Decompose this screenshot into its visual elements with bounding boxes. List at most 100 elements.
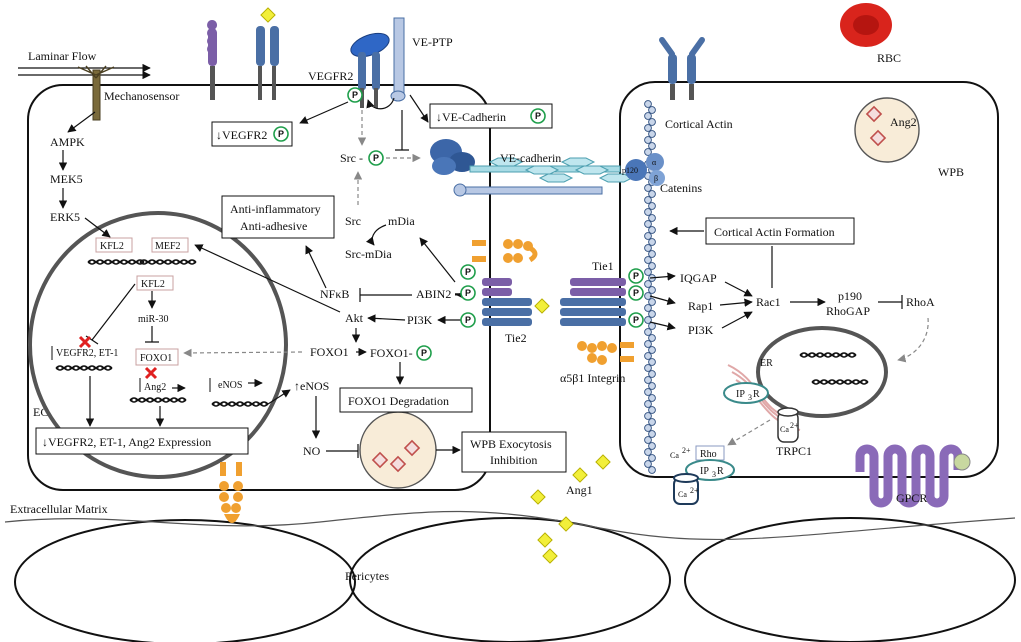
cortical-actin-label: Cortical Actin	[665, 117, 733, 131]
actin-bead	[644, 364, 652, 372]
actin-bead	[644, 244, 652, 252]
dna-icon-6	[799, 352, 857, 358]
actin-bead	[644, 124, 652, 132]
ecm-line	[4, 510, 1016, 541]
actin-bead	[644, 220, 652, 228]
ip3r-tail: R	[753, 389, 760, 400]
actin-bead	[644, 112, 652, 120]
ve-ptp-icon	[393, 17, 405, 99]
actin-bead	[644, 316, 652, 324]
ca2-label-a: Ca	[780, 425, 789, 434]
rho-label: Rho	[700, 449, 717, 460]
actin-bead	[648, 370, 656, 378]
mef2-box	[151, 237, 189, 253]
gpcr-label: GPCR	[896, 491, 927, 505]
dashed-arrow-rhoa	[897, 317, 929, 363]
arrow-tie1-pi3k	[649, 321, 676, 331]
mek5-label: MEK5	[50, 172, 83, 186]
vegfr2-label: VEGFR2	[308, 69, 353, 83]
er-label: ER	[760, 358, 773, 369]
p-label-6: P	[465, 267, 471, 277]
actin-bead	[648, 418, 656, 426]
arrow-tie1-iqgap	[649, 272, 676, 281]
wpb-exo-box	[461, 431, 567, 473]
receptor-purple-icon	[207, 20, 218, 100]
pericyte-cell-2	[349, 517, 671, 642]
actin-bead	[644, 184, 652, 192]
actin-bead	[644, 376, 652, 384]
tie2-label: Tie2	[505, 331, 527, 345]
dn-vegfr2-label: ↓VEGFR2	[216, 128, 267, 142]
actin-bead	[644, 352, 652, 360]
ang1-diamond-5	[537, 532, 553, 548]
tie1-receptor-icon	[560, 278, 626, 326]
integrin-label: α5β1 Integrin	[560, 371, 625, 385]
flow-arrows	[18, 63, 151, 80]
wpb-exo-label-2: Inhibition	[490, 453, 537, 467]
ang1-label: Ang1	[566, 483, 593, 497]
arrow-pi3k-akt	[367, 314, 406, 323]
ligand-diamond	[260, 7, 276, 23]
p-label-8: P	[465, 315, 471, 325]
wpb-exo-label-1: WPB Exocytosis	[470, 437, 552, 451]
nucleus	[28, 211, 288, 479]
enos-gene-label: eNOS	[218, 380, 242, 391]
arrow-veptp-vecad	[409, 94, 429, 123]
actin-bead	[644, 100, 652, 108]
receptor-blue-dimer-icon	[256, 26, 279, 100]
ang2-nuc-label: Ang2	[144, 382, 166, 393]
actin-bead	[644, 148, 652, 156]
actin-bead	[648, 310, 656, 318]
dashed-arrow-foxo1-nuc	[183, 348, 303, 358]
ang1-bound-diamond	[534, 298, 550, 314]
actin-bead	[648, 382, 656, 390]
erk5-label: ERK5	[50, 210, 80, 224]
kfl2-box-b	[136, 275, 174, 291]
actin-bead	[648, 466, 656, 474]
actin-bead	[648, 214, 656, 222]
ang1-diamond-2	[595, 454, 611, 470]
actin-bead	[644, 304, 652, 312]
src-label: Src	[345, 214, 361, 228]
arrow-veptp-dephos	[366, 97, 395, 110]
ip3r-b-tail: R	[717, 466, 724, 477]
actin-bead	[648, 202, 656, 210]
arrow-mdia-complex	[366, 224, 387, 246]
p-label-3: P	[535, 111, 541, 121]
dna-icon-7	[811, 379, 869, 385]
ve-cadherin-label: VE-cadherin	[500, 151, 561, 165]
akt-label: Akt	[345, 311, 364, 325]
actin-bead	[644, 424, 652, 432]
p190-label-1: p190	[838, 289, 862, 303]
mechanosensor-icon	[77, 65, 115, 121]
p-label-7: P	[465, 288, 471, 298]
orange-integrin-left-icon	[472, 239, 538, 263]
inhibit-mir30-foxo1	[145, 326, 159, 343]
actin-bead	[644, 448, 652, 456]
actin-bead	[648, 142, 656, 150]
trpc1-label: TRPC1	[776, 444, 812, 458]
actin-bead	[648, 118, 656, 126]
ip3r-b-sub: 3	[712, 470, 716, 479]
arrow-erk5-kfl2	[84, 217, 111, 238]
vegfr2-et1-label: VEGFR2, ET-1	[56, 348, 118, 359]
arrow-pi3k-rac1	[721, 311, 753, 329]
iqgap-label: IQGAP	[680, 271, 717, 285]
ip3r-er-icon	[723, 382, 769, 404]
ang1-diamond-1	[572, 467, 588, 483]
actin-bead	[644, 436, 652, 444]
actin-bead	[644, 388, 652, 396]
ca2-sup-c: 2+	[690, 486, 699, 495]
actin-bead	[648, 454, 656, 462]
ca2-label-c: Ca	[678, 490, 687, 499]
actin-bead	[644, 400, 652, 408]
tie2-receptor-icon	[482, 278, 532, 326]
dna-icon-1	[87, 259, 145, 265]
ip3r-label: IP	[736, 389, 745, 400]
actin-bead	[644, 256, 652, 264]
pi3k-right-label: PI3K	[688, 323, 714, 337]
kfl2-box-a	[95, 237, 133, 253]
cortical-actin-formation-label: Cortical Actin Formation	[714, 225, 835, 239]
ve-cadherin-chain-icon	[453, 157, 634, 197]
